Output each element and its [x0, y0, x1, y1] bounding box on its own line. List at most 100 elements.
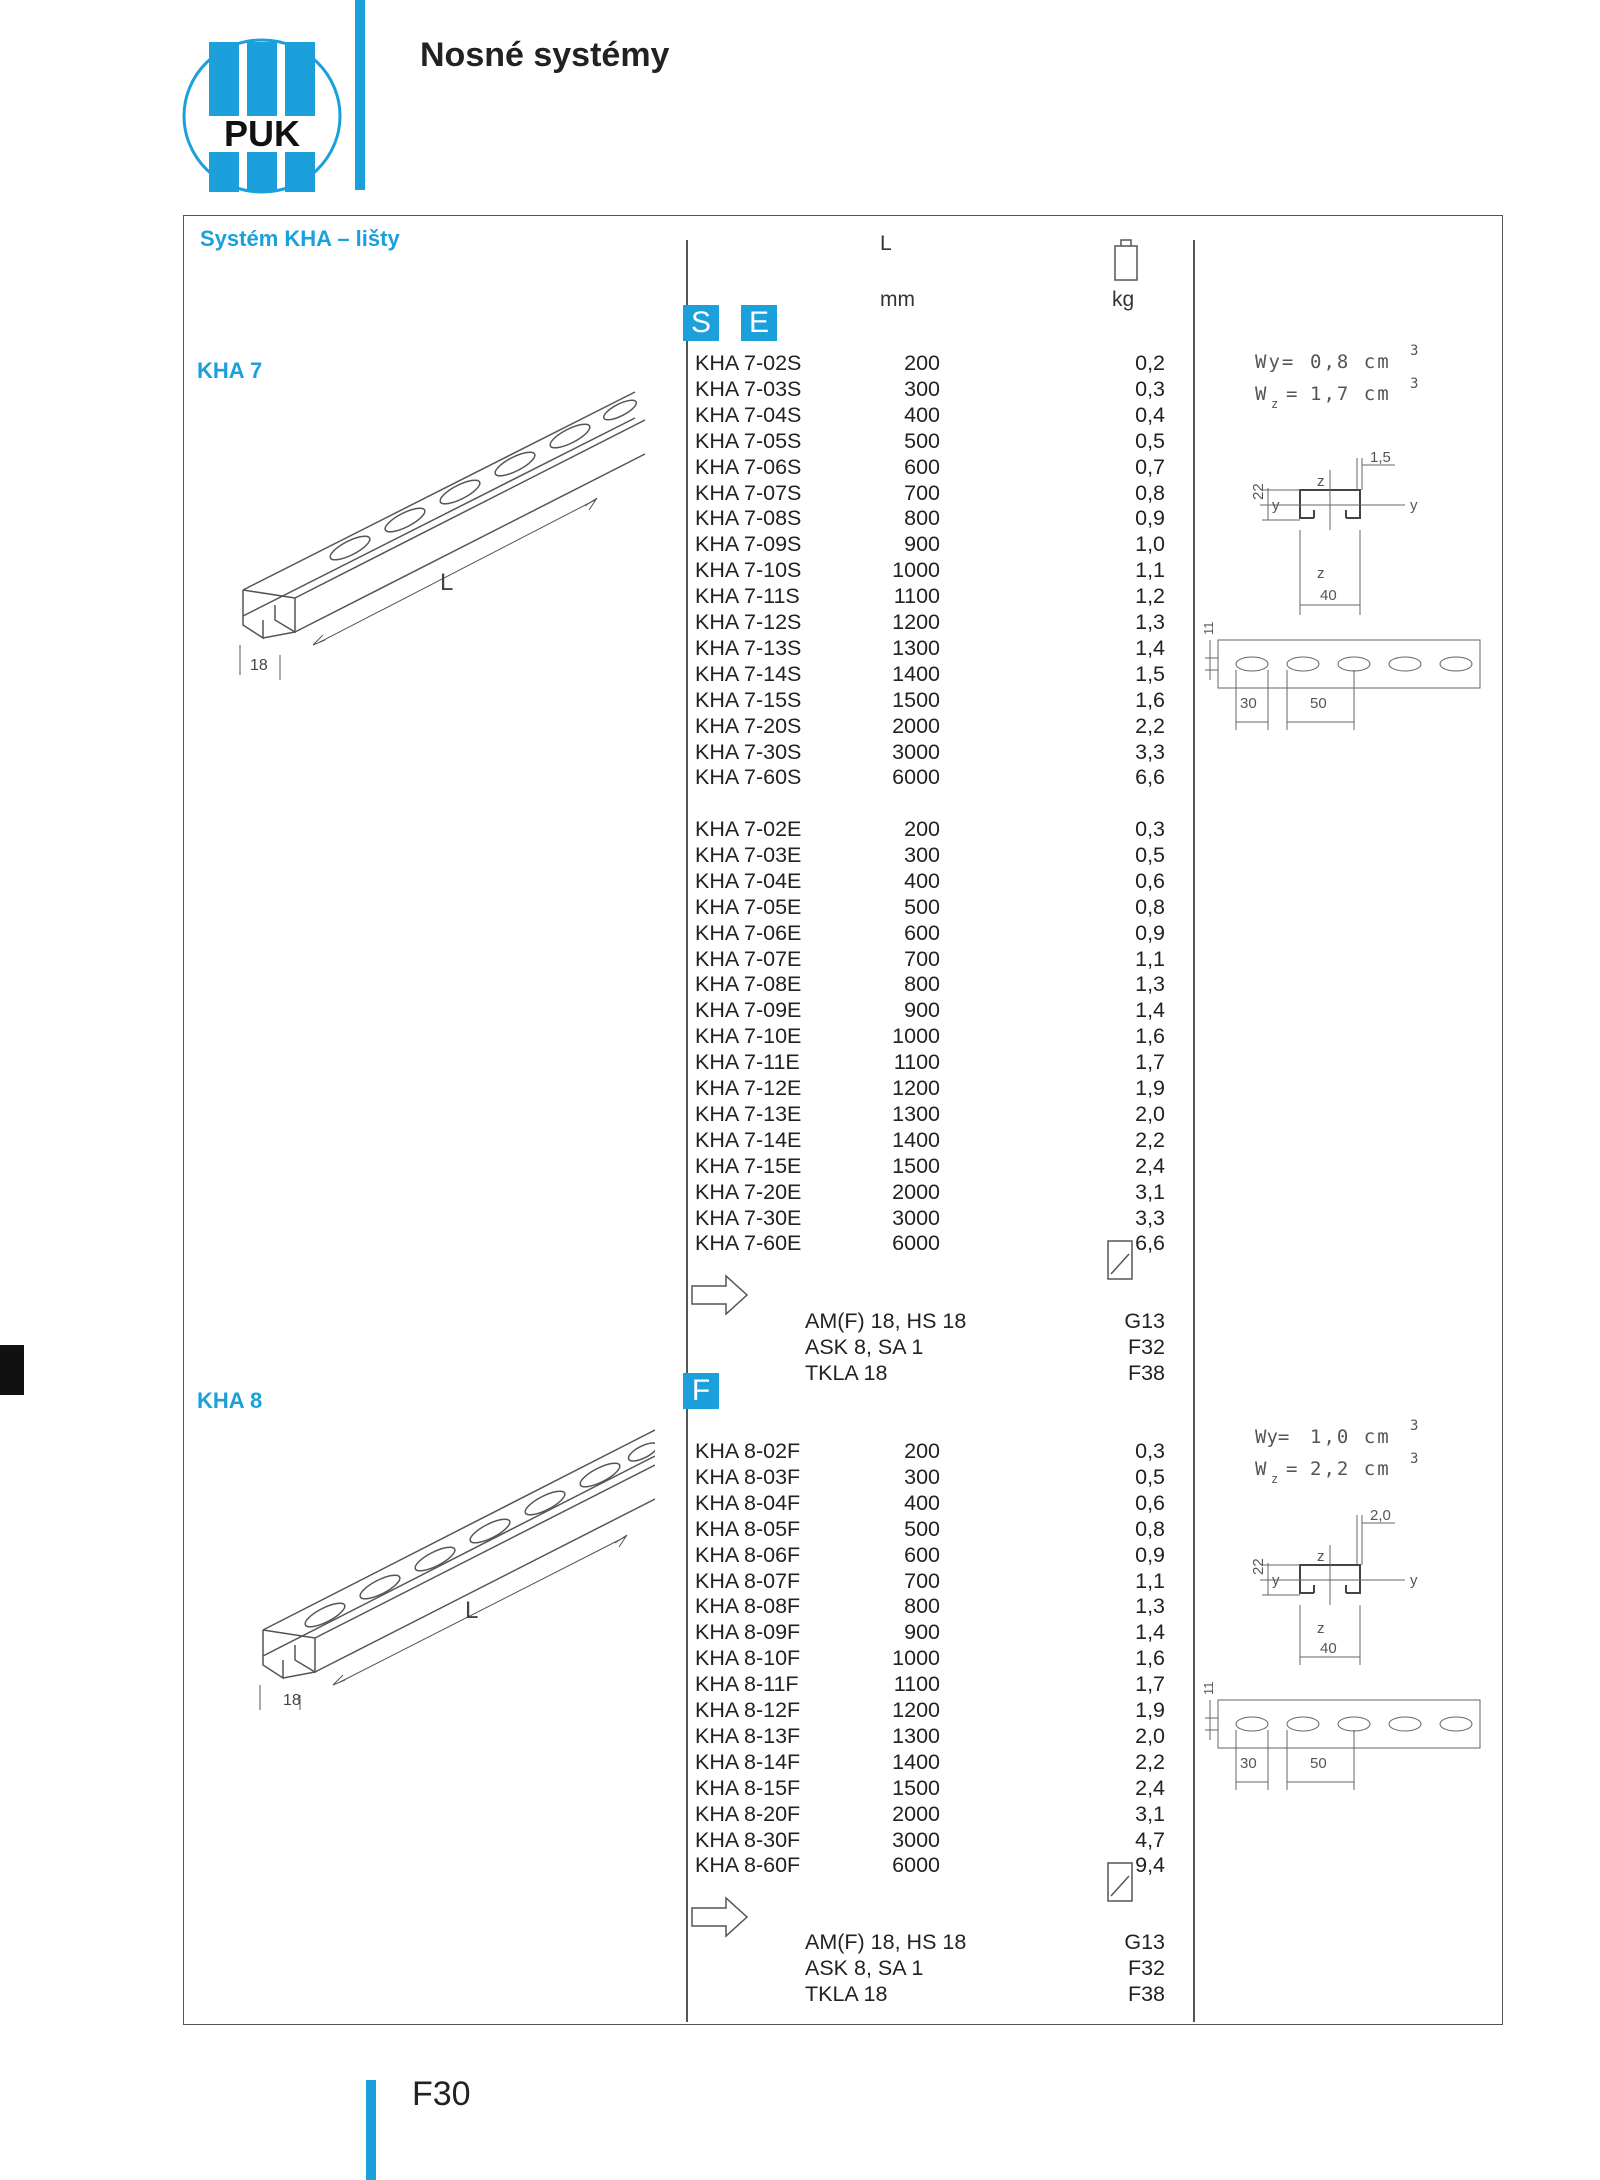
weight-value: 2,2	[1135, 1749, 1165, 1774]
svg-text:3: 3	[1410, 1451, 1418, 1467]
weight-value: 4,7	[1135, 1827, 1165, 1852]
length-value: 500	[904, 428, 940, 453]
weight-value: 0,5	[1135, 842, 1165, 867]
weight-value: 2,0	[1135, 1101, 1165, 1126]
svg-text:=: =	[1286, 1458, 1297, 1480]
kha8-cross-section: Wy= 1,0 cm 3 W z = 2,2 cm 3 z z y y 2,0 …	[1201, 1418, 1481, 1790]
weight-value: 3,1	[1135, 1801, 1165, 1826]
article-code: KHA 7-12E	[695, 1076, 802, 1100]
article-code: KHA 8-04F	[695, 1490, 801, 1515]
length-value: 300	[904, 376, 940, 401]
length-value: 400	[904, 868, 940, 893]
length-value: 600	[904, 1542, 940, 1567]
weight-value: 1,1	[1135, 946, 1165, 971]
length-value: 2000	[892, 713, 940, 738]
svg-text:3: 3	[1410, 343, 1418, 359]
weight-value: 0,3	[1135, 1439, 1165, 1463]
length-value: 3000	[892, 1205, 940, 1230]
article-code: KHA 7-10S	[695, 558, 802, 583]
length-value: 6000	[892, 1231, 940, 1256]
catalog-page-ref: F32	[1127, 1334, 1165, 1359]
page-title: Nosné systémy	[420, 36, 670, 74]
length-value: 200	[904, 1439, 940, 1463]
svg-text:z: z	[1317, 1620, 1325, 1637]
weight-value: 0,6	[1135, 1490, 1165, 1515]
length-value: 1100	[893, 1050, 940, 1075]
table-row: KHA 7-07E 700 1,1	[695, 946, 1165, 972]
article-code: KHA 7-20S	[695, 713, 802, 738]
svg-text:=: =	[1286, 383, 1297, 405]
length-value: 1200	[892, 610, 940, 634]
weight-value: 0,8	[1135, 480, 1165, 505]
weight-value: 2,4	[1135, 1775, 1165, 1800]
article-code: KHA 7-12S	[695, 610, 802, 634]
catalog-page-icon	[1107, 1240, 1133, 1280]
svg-text:40: 40	[1320, 1640, 1337, 1657]
weight-value: 1,7	[1135, 1672, 1165, 1697]
length-value: 3000	[892, 739, 940, 764]
svg-text:Wy=: Wy=	[1255, 1426, 1289, 1448]
weight-value: 0,5	[1135, 428, 1165, 453]
accessory-name: TKLA 18	[805, 1981, 888, 2006]
kha8-length-label: L	[465, 1597, 478, 1624]
length-value: 500	[904, 1516, 940, 1541]
article-code: KHA 7-04S	[695, 402, 802, 427]
article-code: KHA 7-09E	[695, 998, 802, 1023]
weight-value: 0,9	[1135, 506, 1165, 531]
article-code: KHA 8-12F	[695, 1698, 801, 1722]
weight-value: 0,3	[1135, 376, 1165, 401]
weight-value: 2,4	[1135, 1153, 1165, 1178]
length-value: 2000	[892, 1179, 940, 1204]
article-code: KHA 7-02S	[695, 351, 802, 375]
section-title: Systém KHA – lišty	[200, 226, 400, 251]
svg-text:11: 11	[1201, 622, 1216, 636]
article-code: KHA 7-06S	[695, 454, 802, 479]
article-code: KHA 7-07E	[695, 946, 802, 971]
article-code: KHA 8-02F	[695, 1439, 801, 1463]
article-code: KHA 7-30S	[695, 739, 802, 764]
svg-text:z: z	[1317, 1548, 1325, 1565]
article-code: KHA 8-14F	[695, 1749, 801, 1774]
length-value: 1300	[892, 1101, 940, 1126]
length-value: 1000	[892, 1646, 940, 1671]
article-code: KHA 7-05E	[695, 894, 802, 919]
kha7-label: KHA 7	[197, 358, 263, 383]
length-value: 700	[904, 1568, 940, 1593]
svg-text:y: y	[1410, 1572, 1418, 1589]
article-code: KHA 8-07F	[695, 1568, 801, 1593]
weight-value: 6,6	[1135, 765, 1165, 790]
length-value: 3000	[892, 1827, 940, 1852]
weight-value: 0,8	[1135, 1516, 1165, 1541]
weight-value: 0,9	[1135, 1542, 1165, 1567]
length-value: 600	[904, 454, 940, 479]
length-value: 200	[904, 817, 940, 841]
article-code: KHA 8-05F	[695, 1516, 801, 1541]
svg-text:50: 50	[1310, 1755, 1327, 1772]
kha8-label: KHA 8	[197, 1388, 263, 1413]
article-code: KHA 7-11S	[695, 584, 800, 609]
svg-text:30: 30	[1240, 1755, 1257, 1772]
weight-value: 3,3	[1135, 739, 1165, 764]
article-code: KHA 8-10F	[695, 1646, 801, 1671]
length-value: 2000	[892, 1801, 940, 1826]
length-value: 1000	[892, 1024, 940, 1049]
article-code: KHA 7-13E	[695, 1101, 802, 1126]
length-value: 700	[904, 946, 940, 971]
article-code: KHA 7-02E	[695, 817, 802, 841]
svg-text:y: y	[1272, 1572, 1280, 1589]
length-value: 700	[904, 480, 940, 505]
